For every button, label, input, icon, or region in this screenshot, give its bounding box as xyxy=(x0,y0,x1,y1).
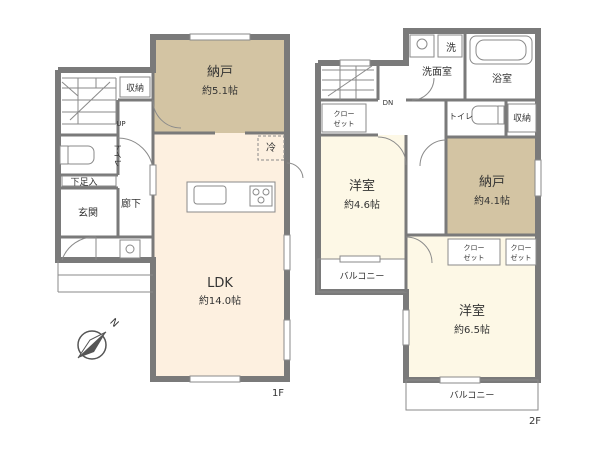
toilet-1f-label: トイレ xyxy=(113,143,122,167)
hand-basin xyxy=(119,239,141,259)
closet-c-label-1: クロー xyxy=(511,244,532,252)
closet-c-label-2: ゼット xyxy=(511,253,532,262)
closet-a-label-1: クロー xyxy=(334,110,355,118)
ldk-name: LDK xyxy=(207,276,233,291)
closet-b-box xyxy=(447,238,501,266)
floor-2-label: 2F xyxy=(529,416,541,427)
outer-wall-1f xyxy=(55,34,290,382)
door-arc xyxy=(152,99,182,129)
ldk-size: 約14.0帖 xyxy=(199,294,241,307)
yoshitsu-b-size: 約6.5帖 xyxy=(454,323,490,336)
toilet-2f-label: トイレ xyxy=(449,112,473,121)
door-arc xyxy=(377,136,407,166)
staircase-2f xyxy=(322,63,374,100)
yoshitsu-b-name: 洋室 xyxy=(459,303,485,319)
ldk-area xyxy=(153,133,287,379)
basin-icon xyxy=(125,244,135,254)
nando-1f-area xyxy=(153,37,287,133)
nando-2f-size: 約4.1帖 xyxy=(474,194,510,207)
yoshitsu-a-name: 洋室 xyxy=(349,178,375,194)
entry-door-arc xyxy=(61,236,97,261)
door-arc xyxy=(405,236,433,264)
storage-1f-box xyxy=(119,76,151,98)
fridge-label: 冷 xyxy=(266,141,276,154)
storage-2f-box xyxy=(507,103,537,133)
kitchen-counter xyxy=(186,181,276,213)
genkan-label: 玄関 xyxy=(78,206,98,219)
window xyxy=(339,59,371,67)
window xyxy=(283,234,291,271)
shoe-cabinet xyxy=(61,175,117,187)
compass-north-label: N xyxy=(107,317,120,330)
nando-1f-name: 納戸 xyxy=(207,65,233,80)
sink-box xyxy=(437,34,463,58)
door-arc xyxy=(286,162,304,179)
toilet-fixture-2f xyxy=(471,105,505,125)
closet-b-label-1: クロー xyxy=(464,244,485,252)
shoe-cabinet-label: 下足入 xyxy=(70,177,97,188)
washer-icon xyxy=(416,38,428,50)
window xyxy=(534,159,542,197)
staircase-1f xyxy=(61,77,117,125)
storage-2f-label: 収納 xyxy=(513,112,531,124)
senmenshitsu-label: 洗面室 xyxy=(422,65,452,78)
compass-icon: N xyxy=(77,317,120,360)
washer-space xyxy=(409,34,435,58)
yoshitsu-a-size: 約4.6帖 xyxy=(344,198,380,211)
nando-1f-size: 約5.1帖 xyxy=(202,84,238,97)
window xyxy=(439,376,481,384)
window xyxy=(402,309,410,346)
stairs-up-label: UP xyxy=(116,120,125,128)
balcony-b-label: バルコニー xyxy=(450,390,495,401)
floor-1-label: 1F xyxy=(272,388,284,399)
fridge-space xyxy=(257,135,285,161)
closet-b-label-2: ゼット xyxy=(464,253,485,262)
nando-2f-name: 納戸 xyxy=(479,175,505,190)
window xyxy=(149,164,157,196)
window xyxy=(189,375,241,383)
window xyxy=(189,33,251,41)
nando-2f-area xyxy=(446,137,538,235)
closet-c-box xyxy=(505,238,537,266)
yokushitsu-label: 浴室 xyxy=(492,72,512,85)
window xyxy=(339,255,381,263)
storage-1f-label: 収納 xyxy=(126,82,144,94)
floor-1: 納戸 約5.1帖 LDK 約14.0帖 収納 トイレ 下足入 玄関 廊下 冷 U… xyxy=(55,33,304,399)
closet-a-label-2: ゼット xyxy=(334,119,355,128)
door-arc xyxy=(419,139,447,167)
window xyxy=(283,319,291,361)
stairs-dn-label: DN xyxy=(383,99,394,107)
hallway-label: 廊下 xyxy=(121,197,141,210)
yoshitsu-a-area xyxy=(318,135,406,259)
washer-label: 洗 xyxy=(446,42,456,54)
closet-a-box xyxy=(321,103,367,133)
bathtub xyxy=(469,35,533,65)
floor-2: クロー ゼット 洋室 約4.6帖 バルコニー 洗 洗面室 浴室 DN トイレ 収… xyxy=(315,28,542,427)
toilet-fixture-1f xyxy=(59,145,95,165)
door-arc xyxy=(411,77,435,101)
balcony-a-label: バルコニー xyxy=(340,271,385,282)
